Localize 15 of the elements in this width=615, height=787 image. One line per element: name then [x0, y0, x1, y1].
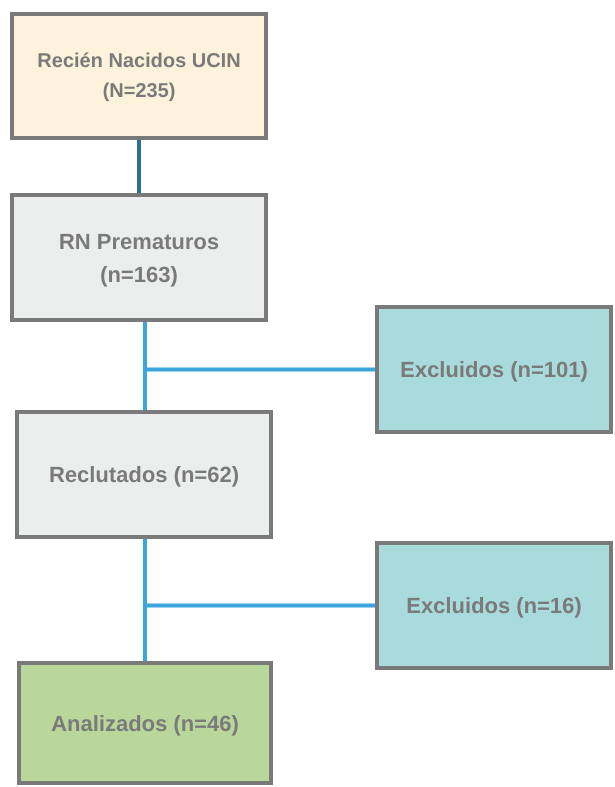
connector-line [143, 322, 375, 372]
box-label: Excluidos (n=101) [399, 356, 589, 384]
connector-line [137, 140, 141, 193]
box-label: Recién Nacidos UCIN (N=235) [36, 49, 242, 104]
exclusion-box [375, 305, 613, 434]
connector-line [143, 539, 375, 608]
box-label: RN Prematuros (n=163) [58, 228, 220, 289]
exclusion-box [375, 541, 613, 670]
box-label: Excluidos (n=16) [405, 592, 583, 620]
process-box [10, 12, 268, 140]
process-box [15, 410, 273, 539]
box-label: Reclutados (n=62) [48, 461, 240, 489]
box-label: Analizados (n=46) [50, 710, 240, 738]
process-box [10, 193, 268, 322]
result-box [17, 661, 273, 785]
